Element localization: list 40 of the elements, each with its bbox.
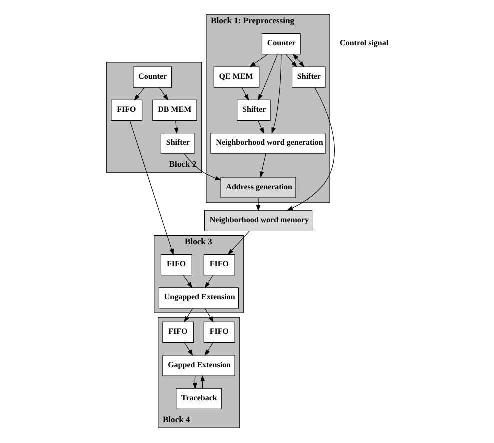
arrow: [241, 87, 249, 101]
node-box: Neighborhood word memory: [204, 210, 312, 232]
node-box: Neighborhood word generation: [210, 133, 326, 154]
arrow: [204, 308, 214, 323]
arrow: [286, 87, 334, 211]
node-box: FIFO: [162, 322, 194, 344]
node-box: DB MEM: [152, 100, 197, 122]
arrow: [292, 54, 304, 68]
node-box: Traceback: [176, 388, 222, 410]
arrow: [184, 342, 193, 356]
arrow: [184, 154, 222, 181]
node-box: QE MEM: [213, 66, 260, 88]
arrow: [134, 87, 145, 101]
arrow: [249, 54, 268, 68]
arrow: [174, 120, 178, 134]
arrow: [259, 154, 266, 178]
node-box: Shifter: [236, 100, 270, 122]
arrow: [182, 275, 192, 289]
label: Control signal: [340, 38, 388, 48]
node-box: Shifter: [292, 66, 326, 88]
node-box: Ungapped Extension: [158, 288, 239, 309]
node-box: Gapped Extension: [162, 355, 235, 376]
arrow: [258, 120, 264, 134]
arrow: [184, 308, 193, 323]
node-box: FIFO: [203, 254, 235, 276]
node-box: Counter: [261, 34, 300, 55]
node-box: FIFO: [203, 322, 235, 344]
node-box: FIFO: [110, 100, 142, 122]
arrow: [204, 275, 214, 289]
node-box: FIFO: [160, 254, 192, 276]
arrow: [258, 54, 278, 101]
node-box: Address generation: [220, 177, 296, 198]
node-box: Shifter: [160, 133, 194, 154]
arrow: [285, 54, 298, 68]
arrow: [256, 198, 260, 212]
node-box: Counter: [132, 66, 172, 88]
arrow: [129, 120, 174, 256]
arrow: [204, 342, 214, 356]
arrow: [158, 87, 168, 101]
arrow: [271, 54, 282, 134]
